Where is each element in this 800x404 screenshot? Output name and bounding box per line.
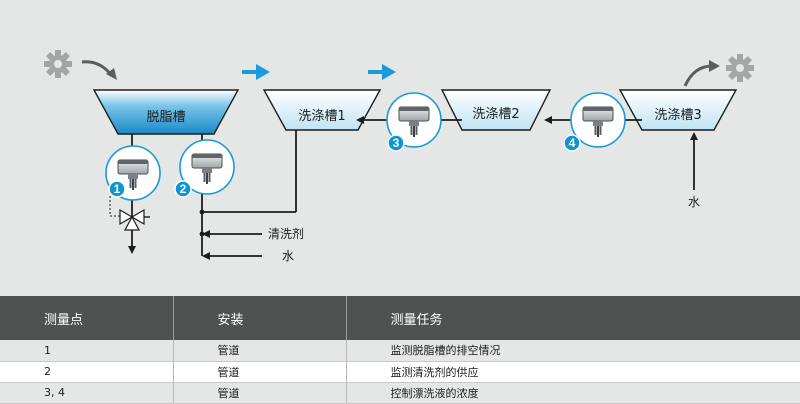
column-header-installation: 安装 <box>173 296 347 340</box>
gear-icon <box>726 54 754 82</box>
badge-3: 3 <box>387 134 405 152</box>
badge-number: 4 <box>569 136 576 150</box>
cleaner-inlet-label: 清洗剂 <box>268 226 304 241</box>
three-way-valve-icon <box>119 208 145 231</box>
tank-label: 脱脂槽 <box>146 110 185 125</box>
cell-task: 监测清洗剂的供应 <box>346 361 800 383</box>
water-inlet-label: 水 <box>282 249 294 263</box>
flow-arrow-icon <box>368 64 396 80</box>
cell-task: 监测脱脂槽的排空情况 <box>346 340 800 362</box>
process-diagram: 脱脂槽 洗涤槽1 洗涤槽2 洗涤槽3 <box>0 0 800 296</box>
column-header-task: 测量任务 <box>346 296 800 340</box>
badge-4: 4 <box>563 134 581 152</box>
tank-degreasing: 脱脂槽 <box>92 89 240 135</box>
curved-arrow-icon <box>709 60 720 72</box>
cell-installation: 管道 <box>173 382 347 404</box>
badge-number: 1 <box>114 182 121 196</box>
junction-dot <box>199 209 205 237</box>
table-row: 3, 4 管道 控制漂洗液的浓度 <box>0 382 800 404</box>
cell-installation: 管道 <box>173 340 347 362</box>
cell-point: 2 <box>0 361 174 383</box>
tank-label: 洗涤槽3 <box>654 108 701 123</box>
table-row: 1 管道 监测脱脂槽的排空情况 <box>0 340 800 362</box>
cell-point: 3, 4 <box>0 382 174 404</box>
tank-label: 洗涤槽1 <box>298 109 345 124</box>
badge-1: 1 <box>108 180 126 198</box>
cell-installation: 管道 <box>173 361 347 383</box>
cell-point: 1 <box>0 340 174 362</box>
tank-label: 洗涤槽2 <box>472 107 519 122</box>
tank-rinse-2: 洗涤槽2 <box>440 89 552 131</box>
tank-rinse-1: 洗涤槽1 <box>262 89 382 131</box>
column-header-point: 测量点 <box>0 296 174 340</box>
table-row: 2 管道 监测清洗剂的供应 <box>0 361 800 383</box>
badge-2: 2 <box>174 180 192 198</box>
badge-number: 3 <box>393 136 400 150</box>
curved-arrow-icon <box>106 68 117 80</box>
water-inlet-label: 水 <box>688 195 700 209</box>
gear-icon <box>44 50 72 78</box>
cell-task: 控制漂洗液的浓度 <box>346 382 800 404</box>
badge-number: 2 <box>180 182 187 196</box>
tank-rinse-3: 洗涤槽3 <box>618 89 738 131</box>
measurement-table: 测量点 安装 测量任务 1 管道 监测脱脂槽的排空情况 2 管道 监测清洗剂的供… <box>0 296 800 404</box>
table-header-row: 测量点 安装 测量任务 <box>0 296 800 340</box>
flow-arrow-icon <box>242 64 270 80</box>
